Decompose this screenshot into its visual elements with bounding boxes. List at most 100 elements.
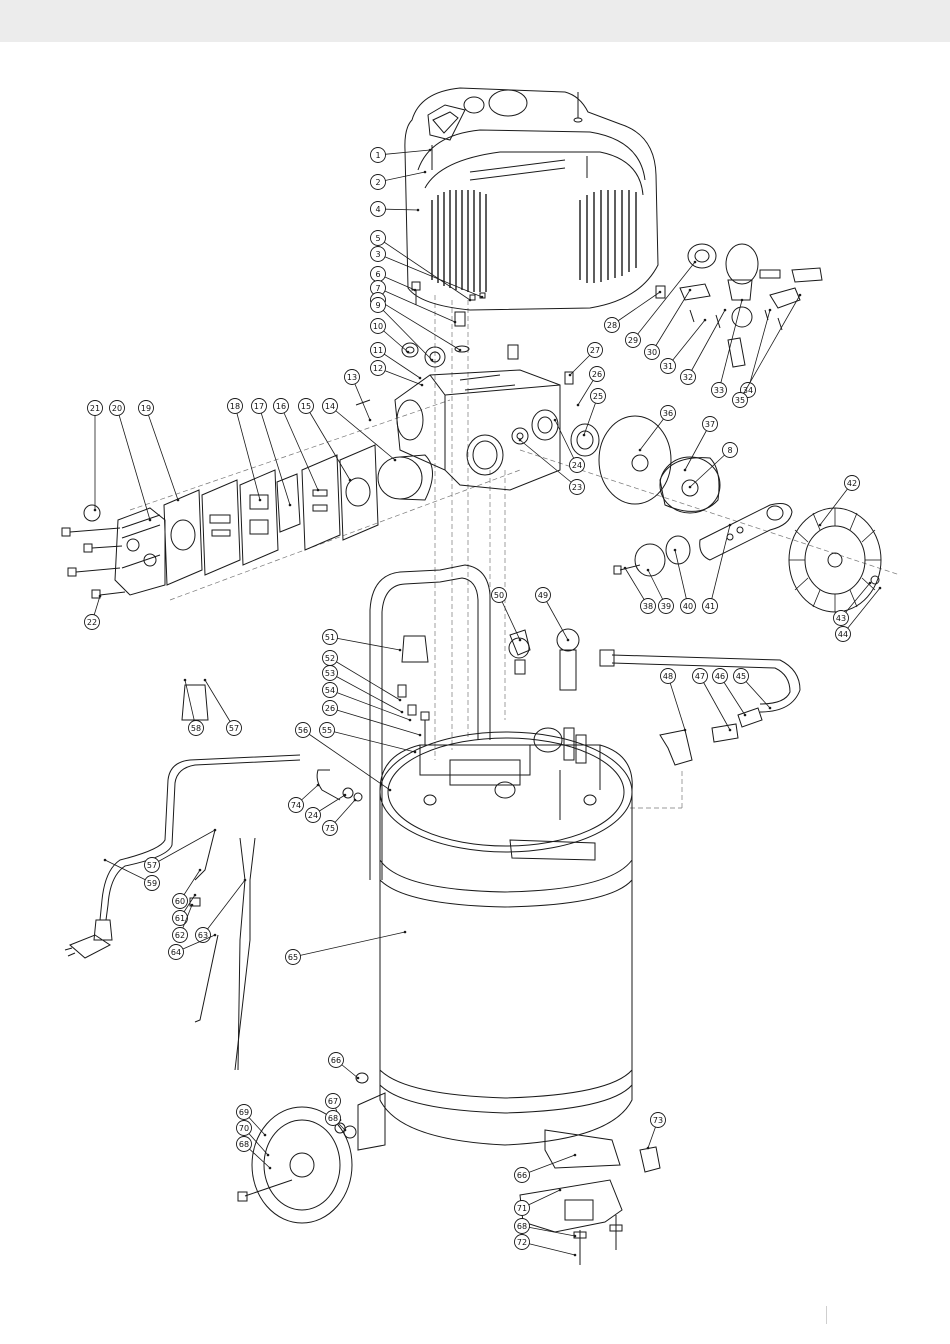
callout-anchor	[624, 567, 627, 570]
callout-c72: 72	[515, 1235, 577, 1257]
wiring-loose	[182, 685, 255, 1070]
callout-number: 46	[715, 672, 725, 681]
callout-number: 20	[112, 404, 122, 413]
callout-anchor	[684, 729, 687, 732]
callout-leader	[205, 680, 234, 728]
callout-number: 24	[572, 461, 582, 470]
callout-number: 12	[373, 364, 383, 373]
callout-c75: 75	[323, 799, 357, 836]
callout-c25: 25	[583, 389, 606, 437]
callout-number: 8	[727, 446, 732, 455]
callout-leader	[612, 292, 660, 325]
callout-number: 55	[322, 726, 332, 735]
callout-number: 58	[191, 724, 201, 733]
callout-anchor	[729, 524, 732, 527]
callout-anchor	[769, 309, 772, 312]
callout-anchor	[407, 351, 410, 354]
callout-number: 13	[347, 373, 357, 382]
callout-anchor	[674, 549, 677, 552]
callout-number: 68	[239, 1140, 249, 1149]
callout-number: 24	[308, 811, 318, 820]
callout-number: 53	[325, 669, 335, 678]
callout-leader	[330, 708, 420, 735]
callout-anchor	[344, 1129, 347, 1132]
callout-c30: 30	[645, 289, 692, 360]
callout-c55: 55	[320, 723, 417, 754]
callout-number: 45	[736, 672, 746, 681]
callout-number: 2	[375, 178, 380, 187]
crop-mark	[826, 1306, 827, 1324]
callout-anchor	[267, 1154, 270, 1157]
callout-anchor	[559, 1189, 562, 1192]
callout-number: 35	[735, 396, 745, 405]
callout-leader	[633, 262, 695, 340]
callout-c56: 56	[296, 723, 392, 792]
callout-leader	[652, 290, 690, 352]
callout-leader	[522, 1242, 575, 1255]
callout-anchor	[259, 499, 262, 502]
callout-leader	[668, 320, 705, 366]
callout-number: 51	[325, 633, 335, 642]
callout-anchor	[694, 261, 697, 264]
tank-feet	[356, 1073, 660, 1265]
callout-anchor	[269, 1167, 272, 1170]
callout-c68: 68	[326, 1111, 347, 1132]
callout-c20: 20	[110, 401, 152, 522]
callout-c32: 32	[681, 309, 727, 385]
callout-anchor	[244, 879, 247, 882]
motor-cover-shroud	[405, 88, 658, 310]
callout-leader	[330, 637, 400, 650]
callout-anchor	[574, 1154, 577, 1157]
callout-anchor	[639, 449, 642, 452]
callout-number: 1	[375, 151, 380, 160]
callout-anchor	[647, 569, 650, 572]
callout-anchor	[191, 904, 194, 907]
callout-number: 72	[517, 1238, 527, 1247]
callout-anchor	[567, 639, 570, 642]
callout-c13: 13	[345, 370, 372, 422]
callout-number: 38	[643, 602, 653, 611]
part-callouts: 1245367891011121314151617181920212223242…	[85, 148, 882, 1257]
callout-number: 6	[375, 270, 380, 279]
callout-anchor	[819, 524, 822, 527]
callout-leader	[293, 932, 405, 957]
bearing-set-left	[402, 343, 445, 367]
callout-c37: 37	[684, 417, 718, 472]
callout-number: 37	[705, 420, 715, 429]
callout-c38: 38	[624, 567, 656, 614]
cylinder-head-gaskets	[164, 445, 378, 585]
callout-anchor	[769, 707, 772, 710]
callout-anchor	[389, 789, 392, 792]
callout-anchor	[459, 349, 462, 352]
callout-c24: 24	[554, 419, 585, 473]
callout-anchor	[344, 794, 347, 797]
callout-leader	[522, 1155, 575, 1175]
callout-c57: 57	[204, 679, 242, 736]
callout-c49: 49	[536, 588, 570, 642]
callout-c41: 41	[703, 524, 732, 614]
callout-number: 29	[628, 336, 638, 345]
callout-number: 31	[663, 362, 673, 371]
callout-anchor	[414, 751, 417, 754]
callout-anchor	[194, 894, 197, 897]
tank-handle	[370, 565, 490, 880]
callout-number: 68	[328, 1114, 338, 1123]
callout-leader	[668, 676, 685, 730]
crank-components-right	[571, 416, 720, 513]
callout-c73: 73	[647, 1113, 666, 1150]
callout-anchor	[574, 1235, 577, 1238]
assembly-guide-lines	[130, 295, 900, 808]
callout-anchor	[429, 149, 432, 152]
callout-number: 57	[229, 724, 239, 733]
callout-leader	[203, 880, 245, 935]
callout-number: 40	[683, 602, 693, 611]
callout-number: 65	[288, 953, 298, 962]
callout-c36: 36	[639, 406, 676, 452]
callout-leader	[690, 450, 730, 487]
callout-number: 71	[517, 1204, 527, 1213]
callout-anchor	[317, 489, 320, 492]
callout-number: 7	[375, 284, 380, 293]
callout-anchor	[431, 359, 434, 362]
callout-anchor	[214, 829, 217, 832]
